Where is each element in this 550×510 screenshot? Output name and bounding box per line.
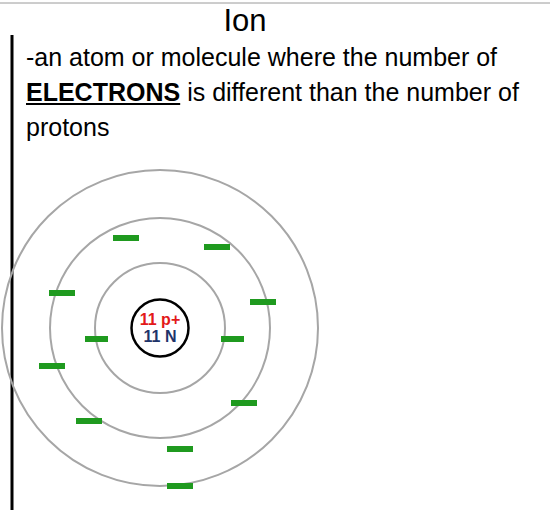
top-rule: [0, 3, 550, 4]
proton-count: 11 p+: [140, 311, 180, 328]
title: Ion: [223, 3, 266, 38]
nucleus-circle: [132, 300, 189, 357]
definition-text: -an atom or molecule where the number of: [26, 43, 497, 71]
nucleus: 11 p+11 N: [130, 298, 190, 358]
definition-text: -an atom or molecule where the number of…: [26, 40, 544, 145]
electron: [39, 363, 65, 369]
electron: [231, 400, 257, 406]
electrons: [39, 235, 276, 489]
outer-shell: [2, 170, 318, 486]
electron: [167, 446, 193, 452]
neutron-count: 11 N: [144, 328, 177, 345]
middle-shell: [50, 218, 270, 438]
electron: [167, 483, 193, 489]
electron: [113, 235, 139, 241]
inner-shell: [95, 263, 225, 393]
electron: [221, 336, 244, 342]
electron: [250, 299, 276, 305]
emphasis-word: ELECTRONS: [26, 78, 180, 106]
electron: [49, 290, 75, 296]
electron: [85, 336, 108, 342]
electron: [204, 244, 230, 250]
title-block: Ion: [0, 4, 490, 38]
electron: [76, 418, 102, 424]
